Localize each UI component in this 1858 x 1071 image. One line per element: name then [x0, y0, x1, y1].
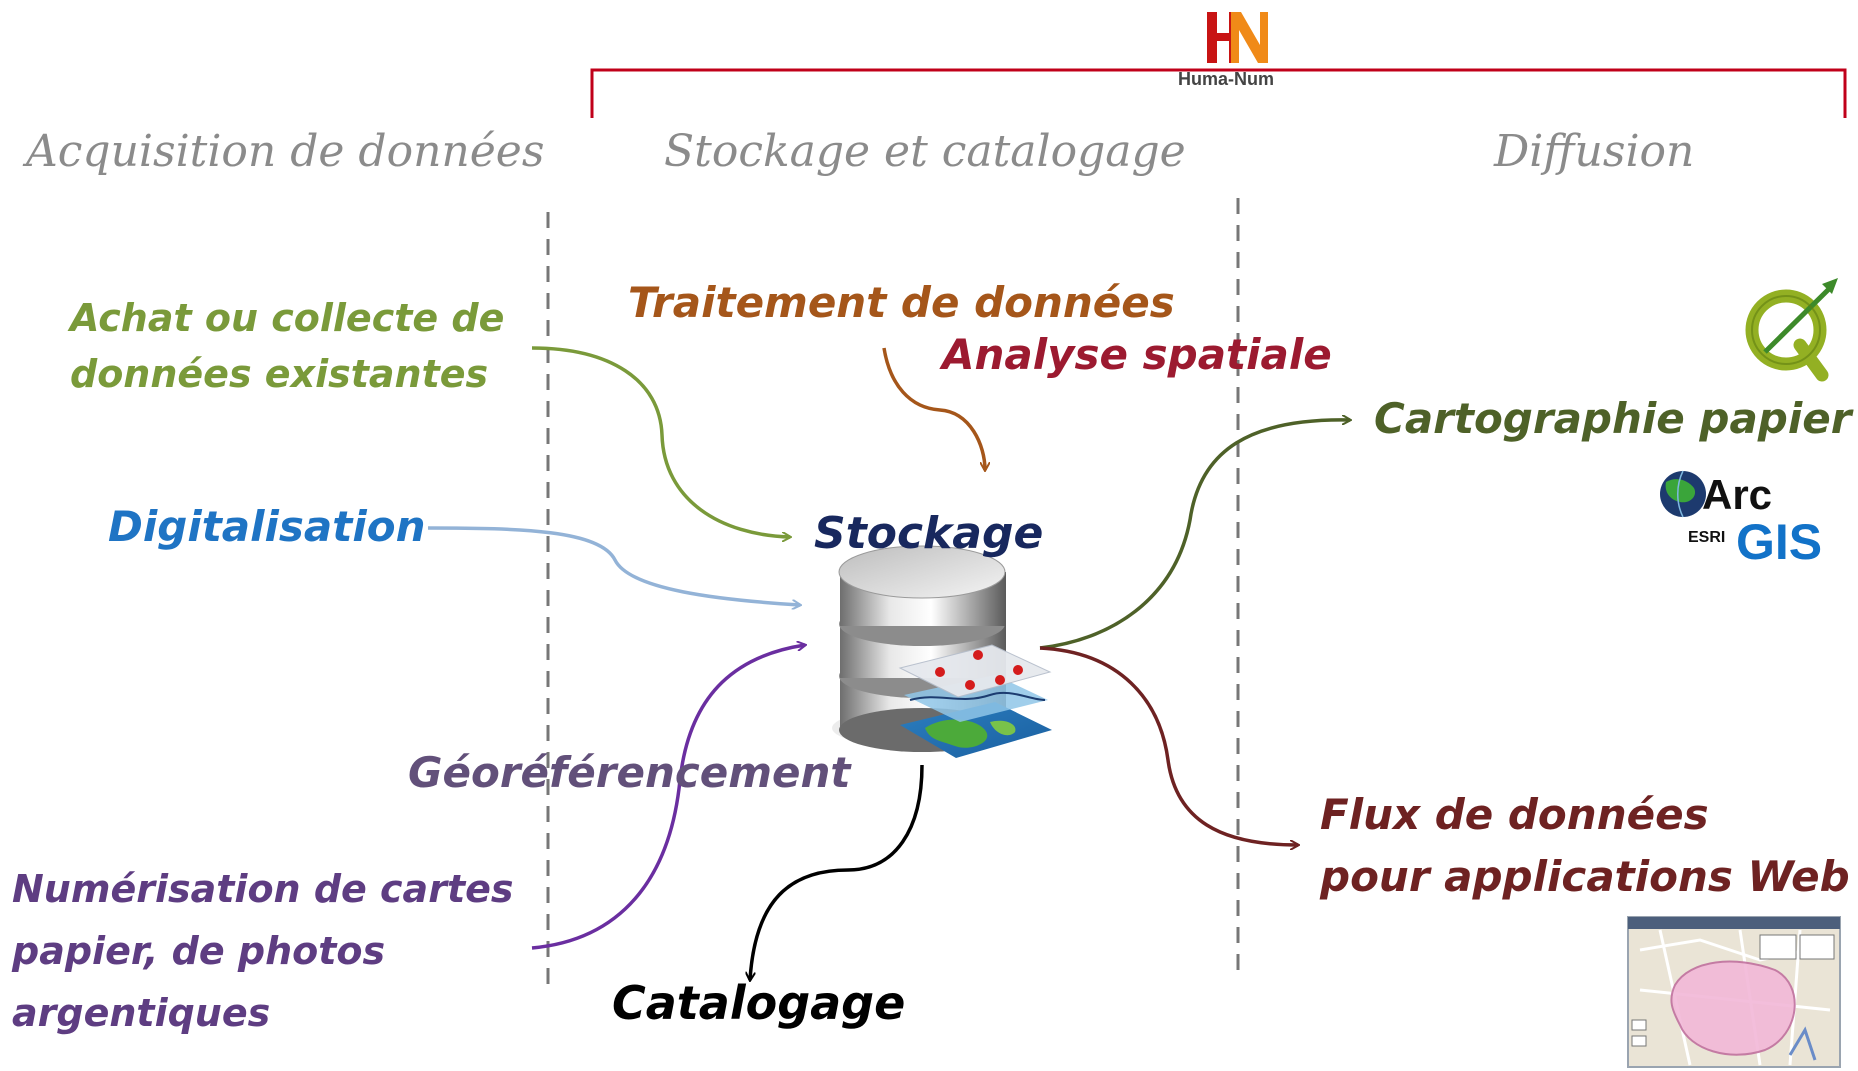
- arrow-traitement-to-stockage: [882, 347, 985, 470]
- phase-diffusion-heading: Diffusion: [1494, 126, 1695, 177]
- input-numerisation-line-3: argentiques: [12, 991, 271, 1035]
- input-numerisation-line-1: Numérisation de cartes: [12, 867, 514, 911]
- arrow-achat-to-stockage: [531, 346, 790, 537]
- huma-num-logo-mark: [1207, 12, 1268, 63]
- output-flux-line-1: Flux de données: [1320, 790, 1709, 839]
- arcgis-globe-icon: [1660, 470, 1706, 518]
- input-numerisation-line-2: papier, de photos: [12, 929, 386, 973]
- arrow-stockage-to-catalogage: [750, 764, 924, 980]
- arrow-digitalisation-to-stockage: [427, 526, 800, 605]
- arrow-stockage-to-flux: [1039, 646, 1298, 845]
- arrow-numerisation-to-stockage: [531, 645, 805, 950]
- map-layers-icon: [898, 644, 1052, 758]
- arrow-stockage-to-cartographie: [1039, 420, 1350, 650]
- process-traitement: Traitement de données: [628, 278, 1175, 327]
- phase-stockage-heading: Stockage et catalogage: [664, 126, 1186, 177]
- input-georeferencement: Géoréférencement: [408, 748, 851, 797]
- process-analyse-spatiale: Analyse spatiale: [942, 330, 1332, 379]
- center-stockage-label: Stockage: [814, 508, 1044, 559]
- arcgis-logo-esri: ESRI: [1688, 529, 1726, 546]
- input-digitalisation: Digitalisation: [108, 502, 426, 551]
- output-flux-line-2: pour applications Web: [1320, 852, 1850, 901]
- huma-num-logo-text: Huma-Num: [1178, 69, 1275, 89]
- center-catalogage-label: Catalogage: [612, 976, 906, 1030]
- output-cartographie: Cartographie papier: [1374, 394, 1852, 443]
- arcgis-logo-arc: Arc: [1702, 471, 1773, 518]
- phase-acquisition-heading: Acquisition de données: [26, 126, 545, 177]
- input-achat-line-1: Achat ou collecte de: [70, 296, 505, 340]
- huma-num-bracket: [590, 68, 1847, 118]
- web-map-thumbnail: [1627, 916, 1841, 1068]
- arcgis-logo-gis: GIS: [1736, 514, 1823, 570]
- qgis-logo: [1745, 278, 1838, 382]
- input-achat-line-2: données existantes: [70, 352, 489, 396]
